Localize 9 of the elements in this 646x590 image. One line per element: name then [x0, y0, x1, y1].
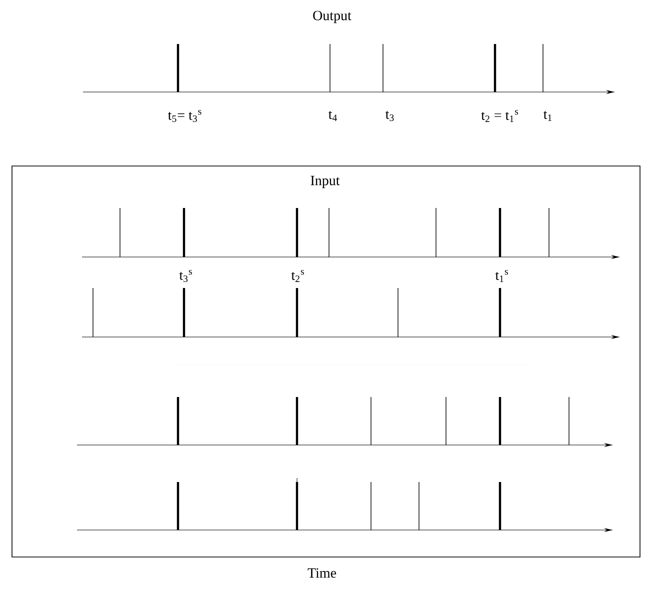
time-label: t$_{4}$ [328, 110, 337, 122]
time-label: t$_{3}$ [386, 110, 394, 122]
chart-title: Output [313, 10, 352, 24]
time-label: t$_{2}$ = t$_{1}$s [481, 110, 518, 122]
time-label: t$_{5}$= t$_{3}$s [168, 110, 202, 122]
time-label: t$_{2}$s [291, 270, 304, 282]
time-label: t$_{1}$s [495, 270, 508, 282]
time-label: t$_{1}$ [544, 110, 552, 122]
time-label: t$_{3}$s [179, 270, 192, 282]
